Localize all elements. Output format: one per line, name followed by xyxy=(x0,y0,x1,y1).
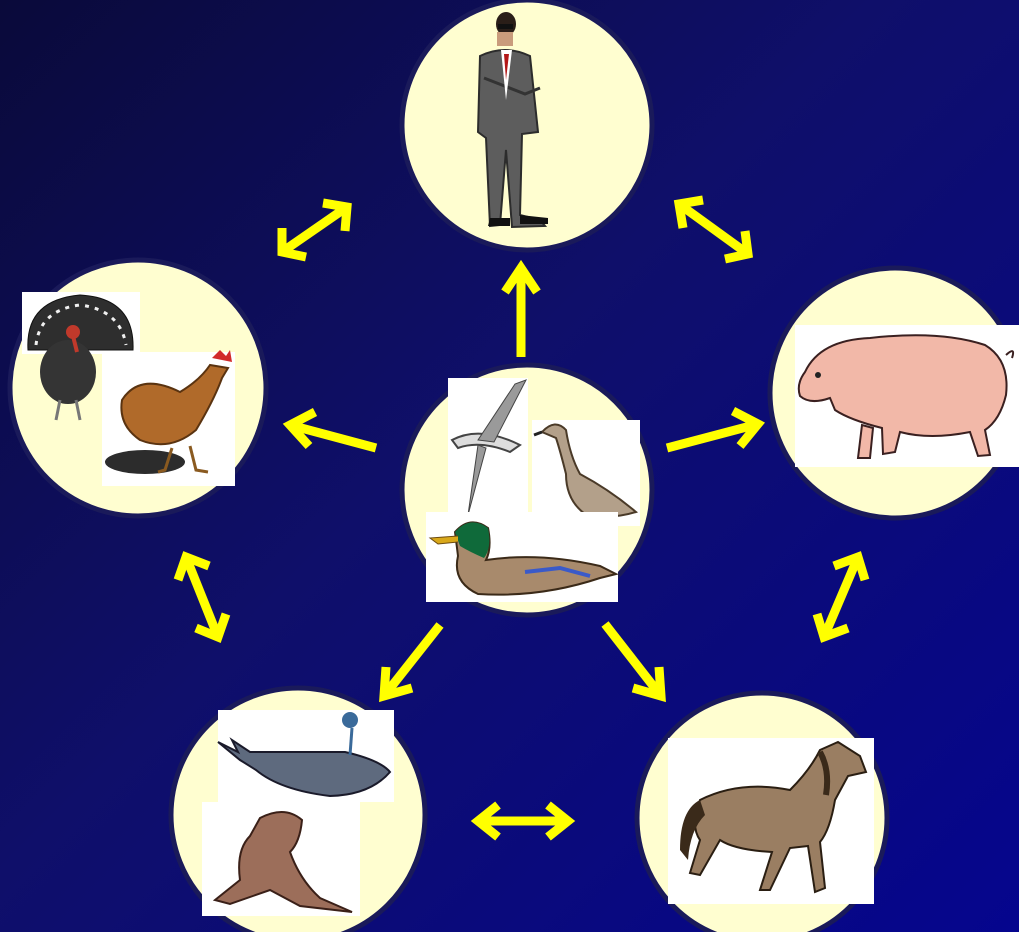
arrow-poultry-human-bidirectional xyxy=(282,203,347,257)
arrow-poultry-marine-bidirectional xyxy=(178,557,226,637)
whale-icon xyxy=(218,710,394,802)
arrow-pig-horse-bidirectional xyxy=(817,557,865,637)
arrow-wild-birds-to-marine-mammals xyxy=(384,625,440,696)
node-marine-mammals xyxy=(171,688,425,932)
gull-icon xyxy=(448,378,528,516)
arrow-wild-birds-to-horse xyxy=(605,624,661,696)
seal-icon xyxy=(202,802,360,916)
node-human xyxy=(402,0,652,250)
node-pig xyxy=(770,268,1019,518)
arrow-human-pig-bidirectional xyxy=(679,200,748,259)
node-wild-birds xyxy=(402,365,652,615)
arrow-wild-birds-to-human xyxy=(505,268,537,357)
pig-icon xyxy=(795,325,1019,467)
arrow-marine-horse-bidirectional xyxy=(478,805,568,837)
duck-icon xyxy=(426,512,618,602)
arrow-wild-birds-to-poultry xyxy=(290,412,376,448)
chicken-icon xyxy=(102,350,235,486)
horse-icon xyxy=(668,738,874,904)
node-horse xyxy=(637,693,887,932)
goose-icon xyxy=(532,420,640,526)
arrow-wild-birds-to-pig xyxy=(667,411,758,448)
node-poultry xyxy=(10,260,266,516)
